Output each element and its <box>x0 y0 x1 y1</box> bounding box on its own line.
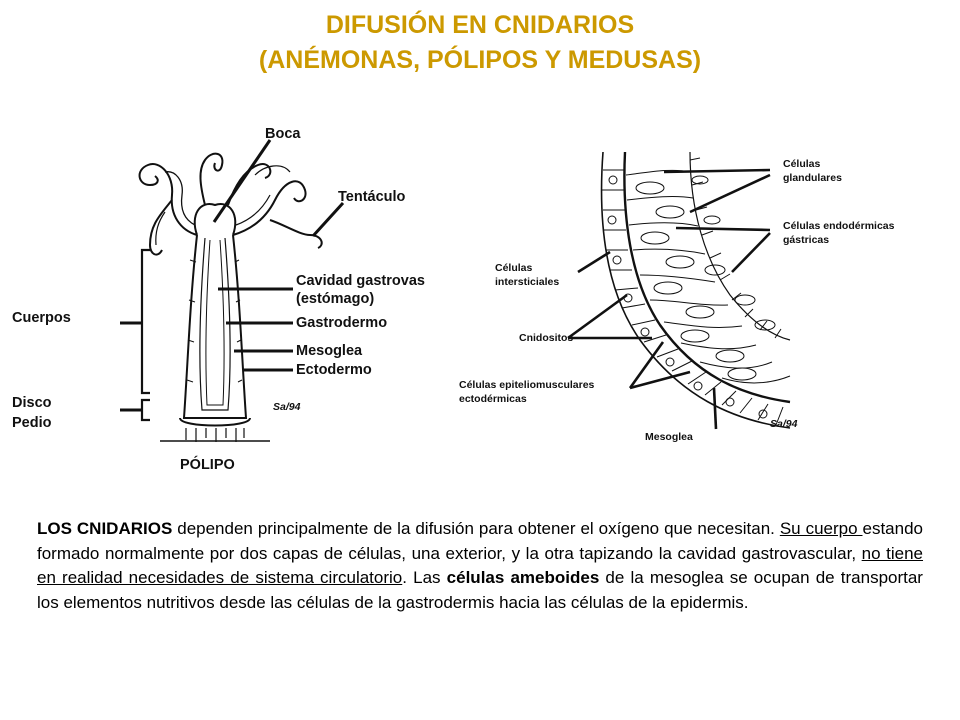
text-part-3: . Las <box>402 568 447 587</box>
text-cnidarios: LOS CNIDARIOS <box>37 519 173 538</box>
polyp-signature: Sa/94 <box>273 401 301 413</box>
label-glandulares-1: Células <box>783 158 821 170</box>
label-mesoglea-tissue: Mesoglea <box>645 431 693 443</box>
label-intersticiales-2: intersticiales <box>495 276 559 288</box>
tissue-signature: Sa/94 <box>770 418 798 430</box>
text-su-cuerpo: Su cuerpo <box>779 519 863 538</box>
text-part-4: de la mesoglea se ocupan de transportar … <box>37 568 923 612</box>
label-intersticiales-1: Células <box>495 262 533 274</box>
label-disco: Disco <box>12 395 52 411</box>
label-ectodermo: Ectodermo <box>296 362 372 378</box>
label-cuerpos: Cuerpos <box>12 310 71 326</box>
label-endodermicas-2: gástricas <box>783 234 829 246</box>
polyp-drawing <box>138 152 323 442</box>
tissue-drawing <box>600 151 791 429</box>
text-part-2: estando formado normalmente por dos capa… <box>37 519 923 563</box>
label-pedio: Pedio <box>12 415 52 431</box>
label-mesoglea-polyp: Mesoglea <box>296 343 363 359</box>
label-epitelio-1: Células epiteliomusculares <box>459 379 595 391</box>
text-part-1: dependen principalmente de la difusión p… <box>172 519 780 538</box>
label-epitelio-2: ectodérmicas <box>459 393 527 405</box>
text-no-tiene: no tiene en realidad necesidades de sist… <box>37 543 924 588</box>
label-cnidositos: Cnidositos <box>519 332 573 344</box>
polyp-brackets <box>140 248 150 422</box>
text-celulas-ameboides: células ameboides <box>446 568 600 587</box>
label-endodermicas-1: Células endodérmicas <box>783 220 895 232</box>
page-subtitle: (ANÉMONAS, PÓLIPOS Y MEDUSAS) <box>258 46 702 74</box>
page-title: DIFUSIÓN EN CNIDARIOS <box>325 11 635 39</box>
tissue-pointers <box>567 168 771 430</box>
label-boca: Boca <box>265 126 301 142</box>
label-gastrodermo: Gastrodermo <box>296 315 387 331</box>
label-cavidad-2: (estómago) <box>296 291 374 307</box>
label-tentaculo: Tentáculo <box>338 189 406 205</box>
label-glandulares-2: glandulares <box>783 172 842 184</box>
polyp-caption: PÓLIPO <box>180 455 235 473</box>
polyp-pointers <box>120 139 345 412</box>
label-cavidad-1: Cavidad gastrovas <box>296 273 425 289</box>
description-paragraph: LOS CNIDARIOS dependen principalmente de… <box>37 517 923 615</box>
